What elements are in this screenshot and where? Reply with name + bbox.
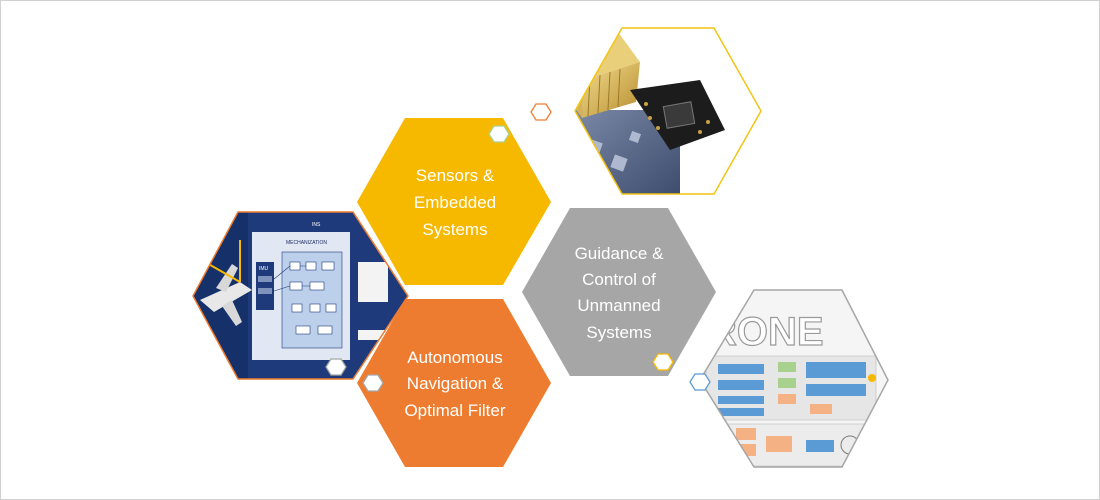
- hex-guidance-control[interactable]: Guidance & Control of Unmanned Systems: [522, 208, 716, 376]
- hex-autonomous-navigation[interactable]: Autonomous Navigation & Optimal Filter: [357, 299, 551, 467]
- hex-sensors-embedded[interactable]: Sensors & Embedded Systems: [357, 118, 551, 285]
- hex-guidance-line-1: Guidance &: [575, 244, 664, 263]
- mechanization-label: MECHANIZATION: [286, 240, 327, 246]
- hex-sensors-line-3: Systems: [422, 220, 487, 239]
- ins-diagram-image: INS MECHANIZATION IMU: [192, 211, 409, 380]
- hex-guidance-line-2: Control of: [582, 270, 656, 289]
- imu-label: IMU: [259, 266, 269, 272]
- hex-navigation-line-3: Optimal Filter: [404, 401, 505, 420]
- hex-guidance-line-4: Systems: [586, 323, 651, 342]
- small-hex-marker-icon: [362, 374, 384, 392]
- hex-guidance-line-3: Unmanned: [577, 296, 660, 315]
- hex-navigation-line-1: Autonomous: [407, 348, 502, 367]
- small-hex-marker-icon: [530, 103, 552, 121]
- hex-navigation-label: Autonomous Navigation & Optimal Filter: [404, 348, 505, 420]
- hex-sensors-label: Sensors & Embedded Systems: [414, 166, 496, 239]
- hex-navigation-line-2: Navigation &: [407, 374, 504, 393]
- drone-system-image: RONE: [689, 289, 889, 468]
- hex-sensors-line-2: Embedded: [414, 193, 496, 212]
- small-hex-marker-icon: [325, 358, 347, 376]
- small-hex-marker-icon: [689, 373, 711, 391]
- sensor-hardware-image: [530, 27, 762, 195]
- drone-word: RONE: [708, 310, 824, 354]
- hex-sensors-line-1: Sensors &: [416, 166, 495, 185]
- hex-guidance-label: Guidance & Control of Unmanned Systems: [575, 244, 664, 342]
- small-hex-marker-icon: [652, 353, 674, 371]
- small-hex-marker-icon: [488, 125, 510, 143]
- ins-title: INS: [312, 222, 321, 228]
